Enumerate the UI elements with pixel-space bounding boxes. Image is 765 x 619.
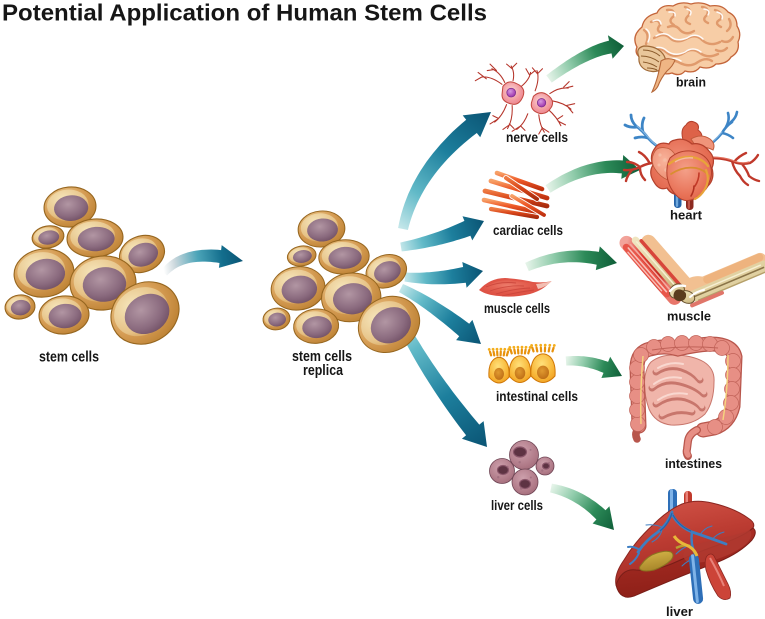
svg-text:liver: liver [666, 604, 693, 619]
svg-text:intestinal cells: intestinal cells [496, 388, 578, 404]
svg-text:Potential Application of Human: Potential Application of Human Stem Cell… [2, 0, 487, 25]
svg-text:replica: replica [303, 362, 344, 379]
svg-text:stem cells: stem cells [292, 348, 352, 365]
svg-text:heart: heart [670, 208, 703, 223]
svg-text:liver cells: liver cells [491, 497, 543, 513]
svg-text:cardiac cells: cardiac cells [493, 222, 563, 238]
svg-text:stem cells: stem cells [39, 349, 99, 366]
svg-text:muscle: muscle [667, 309, 711, 324]
svg-text:brain: brain [676, 75, 706, 90]
svg-text:nerve cells: nerve cells [506, 129, 568, 145]
svg-text:intestines: intestines [665, 456, 722, 471]
svg-text:muscle cells: muscle cells [484, 300, 550, 316]
